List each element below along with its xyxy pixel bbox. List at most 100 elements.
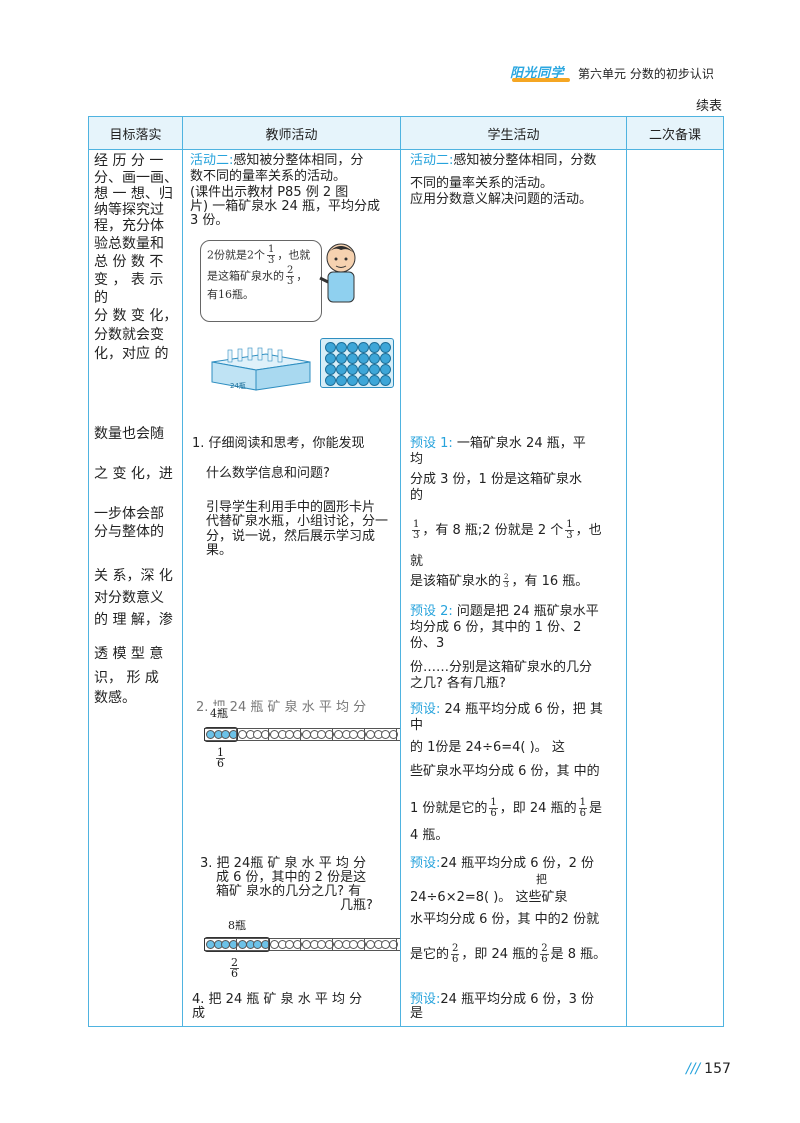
step1-b: 什么数学信息和问题? xyxy=(206,466,330,481)
preset3-i: 4 瓶。 xyxy=(410,828,449,843)
lesson-table: 目标落实 教师活动 学生活动 二次备课 xyxy=(88,116,724,1027)
bottle-dot xyxy=(347,375,358,386)
courseware-line-c: 3 份。 xyxy=(190,213,229,228)
bottle-dot xyxy=(358,342,369,353)
strip-circle xyxy=(324,940,334,949)
bottle-dot xyxy=(336,353,347,364)
bubble-text-1: 2份就是2个 xyxy=(207,248,265,262)
preset5-a: 24 瓶平均分成 6 份，3 份 xyxy=(440,992,595,1007)
goal-line: 分 数 变 化， xyxy=(94,308,178,324)
strip-divider xyxy=(396,938,397,950)
preset3-h: 是 xyxy=(589,801,603,816)
strip-divider xyxy=(236,938,237,950)
courseware-line-b: 片) 一箱矿泉水 24 瓶，平均分成 xyxy=(190,199,381,214)
goal-line: 透 模 型 意 xyxy=(94,646,164,662)
bottle-dot xyxy=(336,375,347,386)
step3-c: 箱矿 泉水的几分之几? 有 xyxy=(216,884,362,899)
goal-line: 的 xyxy=(94,290,108,306)
goal-line: 验总数量和 xyxy=(94,236,164,252)
goal-line: 之 变 化，进 xyxy=(94,466,173,482)
student-activity-a: 感知被分整体相同，分数 xyxy=(453,153,597,168)
bottle-dot xyxy=(380,375,391,386)
teacher-activity-text-a: 感知被分整体相同，分 xyxy=(233,153,364,168)
bottle-dot xyxy=(369,342,380,353)
strip-divider xyxy=(300,728,301,740)
bottle-dot xyxy=(369,375,380,386)
strip2-label: 8瓶 xyxy=(228,919,246,932)
preset4-h: 是 8 瓶。 xyxy=(550,947,607,962)
preset4-c: 24÷6×2=8( )。 这些矿泉 xyxy=(410,890,568,905)
bottle-dot xyxy=(358,375,369,386)
bottle-dot xyxy=(325,375,336,386)
preset1-f: ，也 xyxy=(575,523,602,538)
strip-bracket xyxy=(204,727,238,742)
preset4-label: 预设: xyxy=(410,856,441,871)
step1-a: 1. 仔细阅读和思考，你能发现 xyxy=(192,436,365,451)
strip-circle xyxy=(292,730,302,739)
preset3-f: ，即 24 xyxy=(499,801,547,816)
page-header: 阳光同学 第六单元 分数的初步认识 xyxy=(0,58,800,88)
strip-circle xyxy=(356,940,366,949)
step4-b: 成 xyxy=(192,1006,206,1021)
carton-icon: 24瓶 xyxy=(211,347,311,391)
goal-line: 想 一 想、归 xyxy=(94,186,173,202)
preset4-e: 是它的 xyxy=(410,947,450,962)
student-activity-b: 不同的量率关系的活动。 xyxy=(410,176,554,191)
preset3-e: 1 份就是它的 xyxy=(410,801,488,816)
goal-line: 程，充分体 xyxy=(94,218,164,234)
preset1-e: ，有 8 瓶;2 份就是 2 个 xyxy=(422,523,564,538)
preset3-a: 24 瓶平均分成 6 份，把 其 xyxy=(440,702,603,717)
bottle-dot xyxy=(336,364,347,375)
goal-line: 对分数意义 xyxy=(94,590,164,606)
strip-bracket xyxy=(204,937,270,952)
bottle-dot xyxy=(325,353,336,364)
preset3-b: 中 xyxy=(410,718,424,733)
preset1-c: 分成 3 份，1 份是这箱矿泉水 xyxy=(410,472,582,487)
goal-line: 识， 形 成 xyxy=(94,670,159,686)
preset1-b: 均 xyxy=(410,452,424,467)
strip-divider xyxy=(300,938,301,950)
goal-line: 化，对应 的 xyxy=(94,346,169,362)
preset2-c: 份、3 xyxy=(410,636,445,651)
unit-title: 第六单元 分数的初步认识 xyxy=(578,67,714,81)
step3-a: 3. 把 24瓶 矿 泉 水 平 均 分 xyxy=(200,856,367,871)
strip-divider xyxy=(332,938,333,950)
bubble-text-1b: ，也就 xyxy=(277,248,311,262)
strip-circle xyxy=(324,730,334,739)
preset2-b: 均分成 6 份，其中的 1 份、2 xyxy=(410,620,582,635)
logo-text: 阳光同学 xyxy=(510,66,565,81)
division-strip-2 xyxy=(204,937,400,952)
step4-a: 4. 把 24 瓶 矿 泉 水 平 均 分 xyxy=(192,992,363,1007)
preset4-a: 24 瓶平均分成 6 份，2 份 xyxy=(440,856,595,871)
bottle-dot xyxy=(347,353,358,364)
goal-line: 数量也会随 xyxy=(94,426,164,442)
preset3-c: 的 1份是 24÷6=4( )。 这 xyxy=(410,740,565,755)
strip-circle xyxy=(388,940,398,949)
goal-line: 总 份 数 不 xyxy=(94,254,164,270)
bottle-dot xyxy=(369,353,380,364)
step3-d: 几瓶? xyxy=(340,898,373,913)
courseware-line-a: (课件出示教材 P85 例 2 图 xyxy=(190,185,349,200)
preset1-i: ，有 16 瓶。 xyxy=(511,574,589,589)
goal-line: 纳等探究过 xyxy=(94,202,164,218)
step2: 2. 把 24 瓶 矿 泉 水 平 均 分 xyxy=(196,700,367,715)
bottle-dot xyxy=(325,342,336,353)
strip-divider xyxy=(268,728,269,740)
slash-decoration: /// xyxy=(686,1061,701,1077)
bottle-grid xyxy=(320,338,394,388)
preset2-a: 问题是把 24 瓶矿泉水平 xyxy=(452,604,599,619)
preset1-a: 一箱矿泉水 24 瓶，平 xyxy=(452,436,586,451)
strip-frame xyxy=(204,728,400,741)
preset1-g: 就 xyxy=(410,554,424,569)
teacher-activity-label: 活动二: xyxy=(190,153,234,168)
guide-b: 代替矿泉水瓶，小组讨论，分一 xyxy=(206,514,389,529)
strip-divider xyxy=(396,728,397,740)
page-number-text: 157 xyxy=(704,1061,731,1077)
